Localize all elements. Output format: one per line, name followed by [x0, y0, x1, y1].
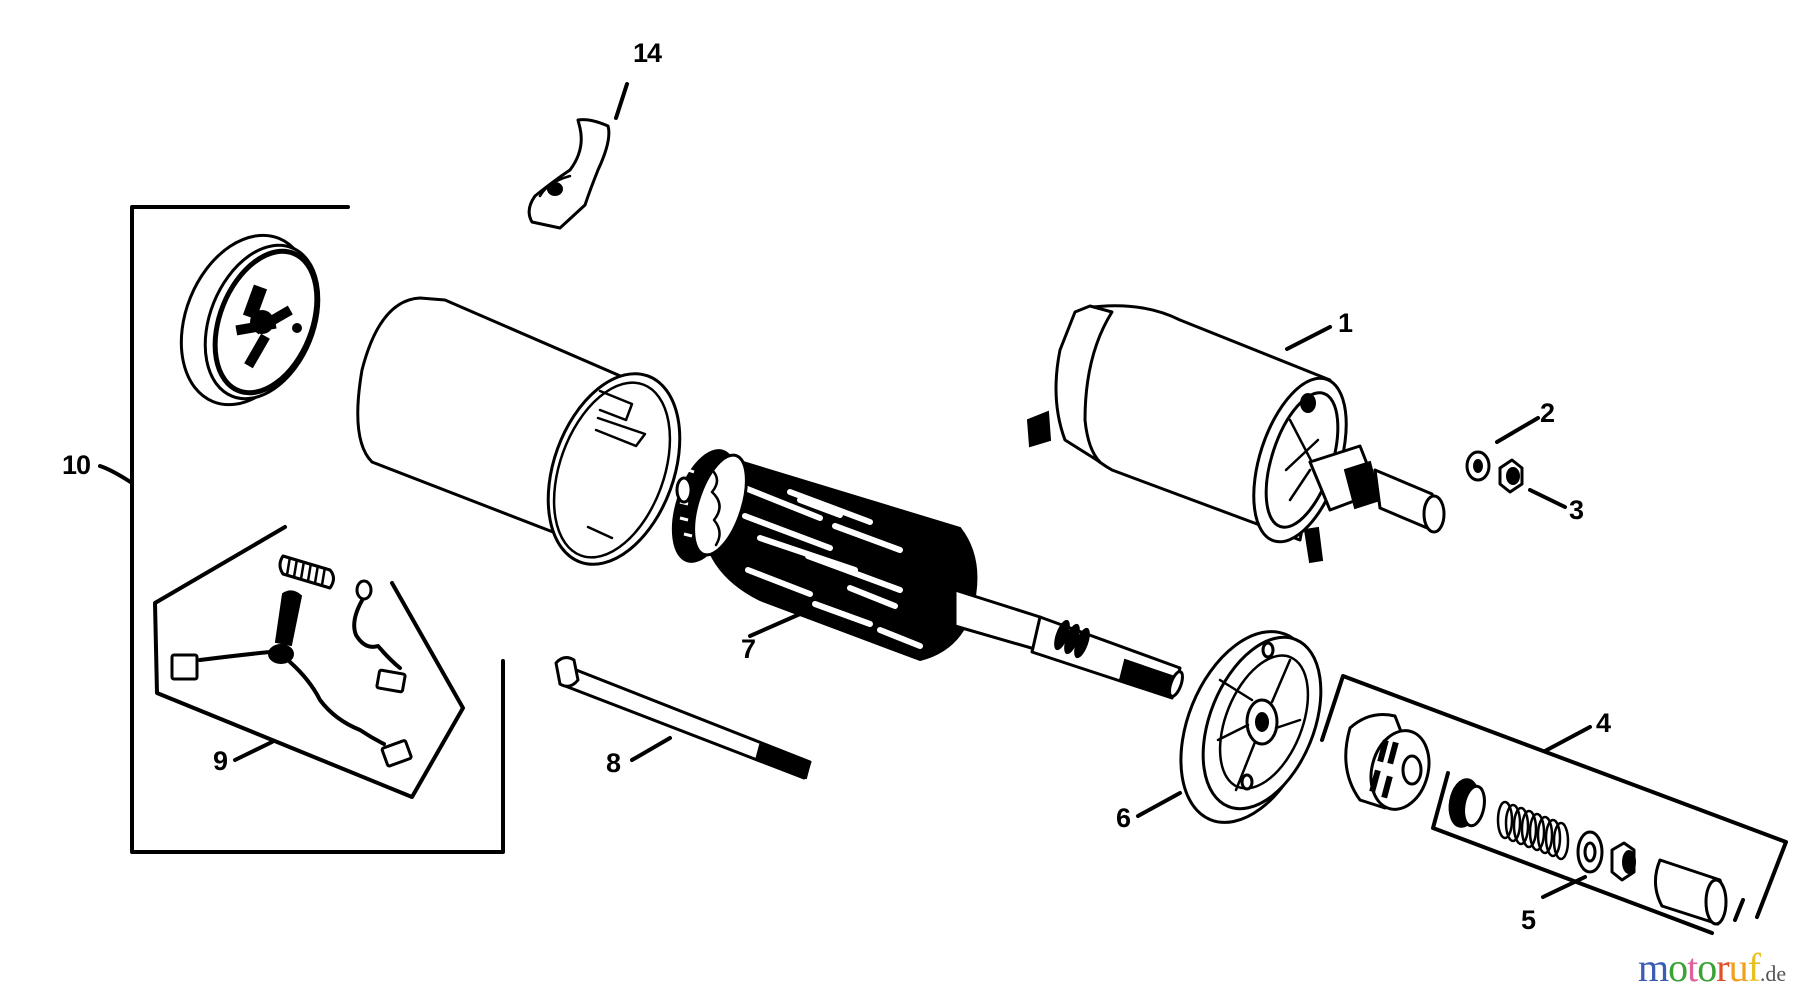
bracket-10 [98, 205, 505, 854]
callout-3: 3 [1569, 495, 1584, 525]
starter-assembly-part-1 [1026, 304, 1446, 564]
watermark-letter: m [1638, 945, 1669, 990]
clip-part-14 [527, 82, 629, 230]
field-frame-housing [356, 296, 682, 566]
watermark-letter: r [1716, 945, 1729, 990]
drive-pinion [1344, 713, 1431, 811]
callout-2: 2 [1540, 398, 1555, 428]
callout-6: 6 [1116, 803, 1131, 833]
through-bolt-part-8 [554, 656, 812, 780]
watermark-letter: u [1728, 945, 1749, 990]
nut-part-3 [1498, 458, 1567, 509]
drive-end-cap-part-6 [1136, 630, 1323, 824]
drive-kit-bracket-4 [1320, 674, 1788, 919]
watermark-tld: .de [1759, 961, 1787, 986]
callout-5: 5 [1521, 905, 1536, 935]
callout-14: 14 [633, 38, 662, 68]
brush-spring [278, 554, 335, 590]
armature-part-7 [671, 449, 1184, 700]
callout-7: 7 [741, 634, 756, 664]
brush-kit-part-9 [153, 525, 465, 799]
watermark-letter: o [1697, 945, 1717, 990]
end-cap-part [179, 233, 321, 407]
callout-4: 4 [1596, 708, 1611, 738]
drive-kit-parts [1448, 778, 1728, 926]
watermark-logo: motoruf.de [1638, 948, 1786, 988]
callout-10: 10 [62, 450, 91, 480]
watermark-letter: o [1668, 945, 1688, 990]
callout-9: 9 [213, 746, 228, 776]
callout-8: 8 [606, 748, 621, 778]
drive-kit-bracket-5 [1431, 771, 1745, 935]
washer-part-2 [1465, 416, 1540, 482]
watermark-letter: t [1687, 945, 1698, 990]
callout-1: 1 [1338, 308, 1353, 338]
watermark-letter: f [1747, 945, 1761, 990]
